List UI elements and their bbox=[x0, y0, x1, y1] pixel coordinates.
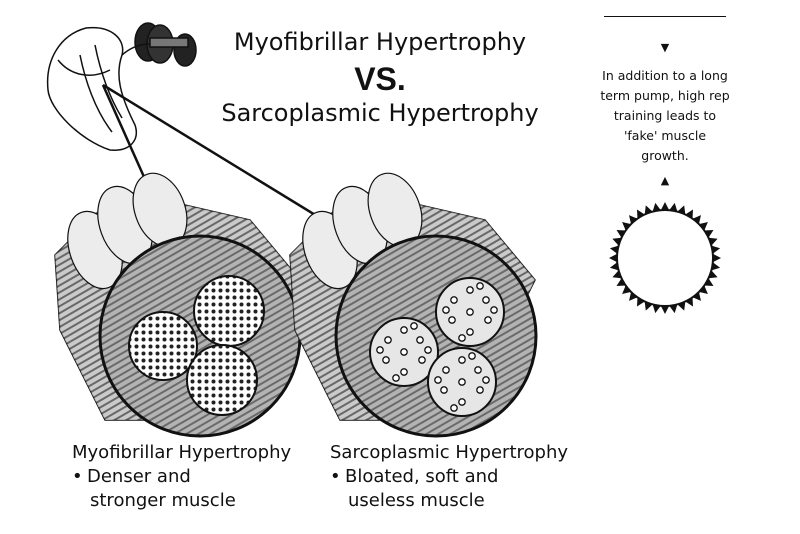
caption-line: Bloated, soft and bbox=[345, 466, 499, 487]
title-vs: VS. bbox=[354, 61, 406, 97]
caption-line: stronger muscle bbox=[90, 490, 236, 511]
triangle-down-icon: ▼ bbox=[660, 41, 670, 54]
bullet: • bbox=[330, 466, 341, 487]
caption-line: useless muscle bbox=[348, 490, 485, 511]
sidebar-note: In addition to a long term pump, high re… bbox=[600, 68, 730, 163]
sunburst-badge-icon bbox=[609, 202, 721, 314]
title-line-2: Sarcoplasmic Hypertrophy bbox=[221, 99, 539, 127]
caption-line: Denser and bbox=[87, 466, 191, 487]
arm-with-dumbbell-icon bbox=[46, 22, 197, 151]
caption-heading: Sarcoplasmic Hypertrophy bbox=[330, 442, 569, 463]
title-line-1: Myofibrillar Hypertrophy bbox=[233, 28, 527, 56]
caption-heading: Myofibrillar Hypertrophy bbox=[72, 442, 292, 463]
caption-sarcoplasmic: Sarcoplasmic Hypertrophy •Bloated, soft … bbox=[330, 441, 580, 513]
sidebar-divider bbox=[604, 16, 726, 17]
sarcoplasmic-bundle-illustration bbox=[289, 172, 538, 438]
myofibrillar-bundle-illustration bbox=[54, 172, 302, 438]
bullet: • bbox=[72, 466, 83, 487]
triangle-up-icon: ▲ bbox=[660, 174, 670, 187]
caption-myofibrillar: Myofibrillar Hypertrophy •Denser and str… bbox=[72, 441, 312, 513]
